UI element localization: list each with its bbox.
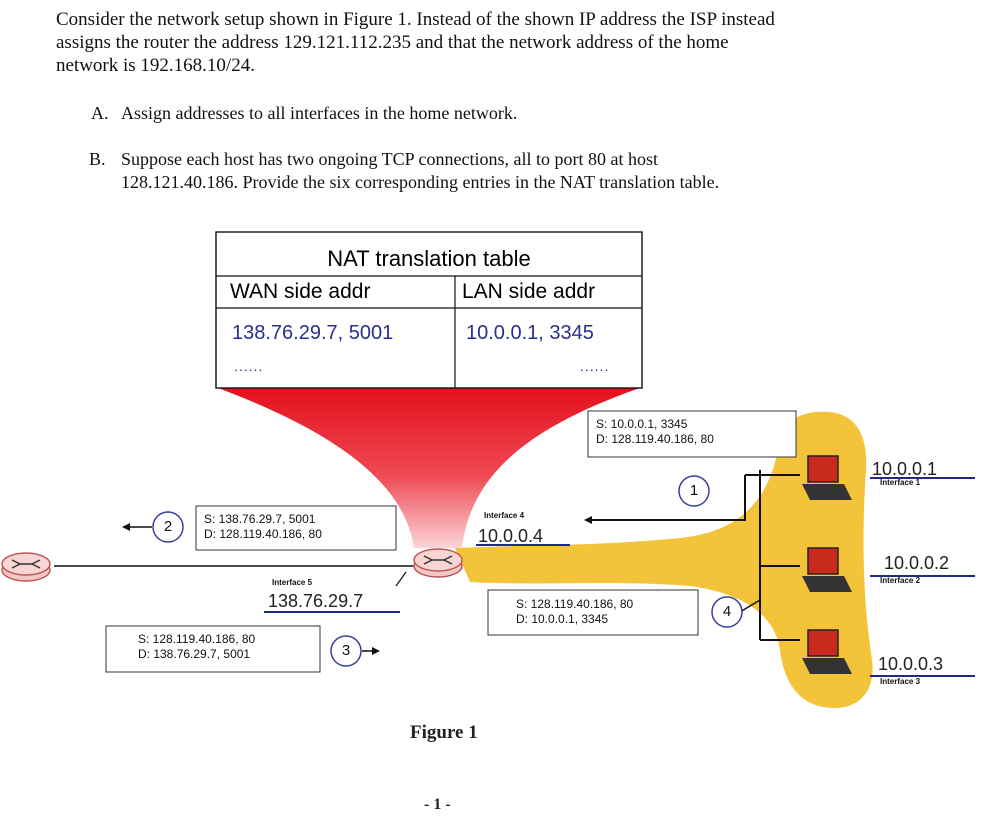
step-number-2: 2 [163, 518, 173, 535]
packet-2-dst: D: 128.119.40.186, 80 [204, 527, 322, 541]
question-line-2: assigns the router the address 129.121.1… [56, 32, 729, 53]
step-circle-3 [330, 635, 362, 667]
packet-box-2 [195, 505, 397, 551]
host-3-label: Interface 3 [880, 677, 921, 686]
host-2-label: Interface 2 [880, 576, 921, 585]
item-b-line-1: Suppose each host has two ongoing TCP co… [121, 149, 658, 169]
item-b-letter: B. [89, 149, 106, 169]
nat-funnel [218, 388, 640, 548]
isp-router [1, 552, 51, 582]
packet-box-4 [487, 589, 699, 636]
host-3-ip: 10.0.0.3 [878, 654, 944, 674]
interface-4-label: Interface 4 [484, 511, 525, 520]
nat-table-box [215, 231, 643, 389]
figure-caption: Figure 1 [410, 722, 478, 743]
packet-3-dst: D: 138.76.29.7, 5001 [138, 647, 251, 661]
packet-1: S: 10.0.0.1, 3345 D: 128.119.40.186, 80 [596, 417, 714, 447]
packet-box-3 [105, 625, 321, 673]
packet-3-src: S: 128.119.40.186, 80 [138, 632, 256, 646]
page-number: - 1 - [424, 796, 451, 813]
nat-lan-value: 10.0.0.1, 3345 [466, 322, 594, 344]
packet-4-dst: D: 10.0.0.1, 3345 [516, 612, 609, 626]
packet-1-dst: D: 128.119.40.186, 80 [596, 432, 714, 446]
item-a-text: Assign addresses to all interfaces in th… [121, 103, 518, 123]
packet-2-src: S: 138.76.29.7, 5001 [204, 512, 316, 526]
question-line-3: network is 192.168.10/24. [56, 55, 255, 76]
interface-4-ip: 10.0.0.4 [478, 526, 544, 546]
step-circle-1 [678, 475, 710, 507]
step-circle-4 [711, 596, 743, 628]
step-number-4: 4 [722, 603, 732, 620]
nat-lan-header: LAN side addr [462, 280, 596, 303]
item-a: A. Assign addresses to all interfaces in… [91, 102, 518, 125]
nat-wan-header: WAN side addr [230, 280, 371, 303]
nat-router [413, 548, 463, 578]
nat-table-title: NAT translation table [327, 246, 531, 271]
item-b: B. Suppose each host has two ongoing TCP… [89, 148, 720, 194]
item-a-letter: A. [91, 103, 109, 123]
host-1-label: Interface 1 [880, 478, 921, 487]
host-2-laptop [802, 547, 852, 592]
nat-wan-more: ...... [234, 358, 264, 374]
packet-4: S: 128.119.40.186, 80 D: 10.0.0.1, 3345 [516, 597, 633, 627]
packet-1-src: S: 10.0.0.1, 3345 [596, 417, 688, 431]
nat-wan-value: 138.76.29.7, 5001 [232, 322, 394, 344]
nat-lan-more: ...... [580, 358, 610, 374]
step-number-1: 1 [689, 482, 699, 499]
host-3-laptop [802, 629, 852, 674]
interface-5-label: Interface 5 [272, 578, 313, 587]
host-2-ip: 10.0.0.2 [884, 553, 950, 573]
packet-2: S: 138.76.29.7, 5001 D: 128.119.40.186, … [204, 512, 322, 542]
question-line-1: Consider the network setup shown in Figu… [56, 9, 775, 30]
interface-5-ip: 138.76.29.7 [268, 591, 364, 611]
host-1-laptop [802, 455, 852, 500]
packet-box-1 [587, 410, 797, 458]
step-circle-2 [152, 511, 184, 543]
step-number-3: 3 [341, 642, 351, 659]
packet-4-src: S: 128.119.40.186, 80 [516, 597, 634, 611]
host-1-ip: 10.0.0.1 [872, 459, 938, 479]
item-b-line-2: 128.121.40.186. Provide the six correspo… [121, 172, 720, 192]
packet-3: S: 128.119.40.186, 80 D: 138.76.29.7, 50… [138, 632, 255, 662]
home-network-area [455, 411, 873, 708]
